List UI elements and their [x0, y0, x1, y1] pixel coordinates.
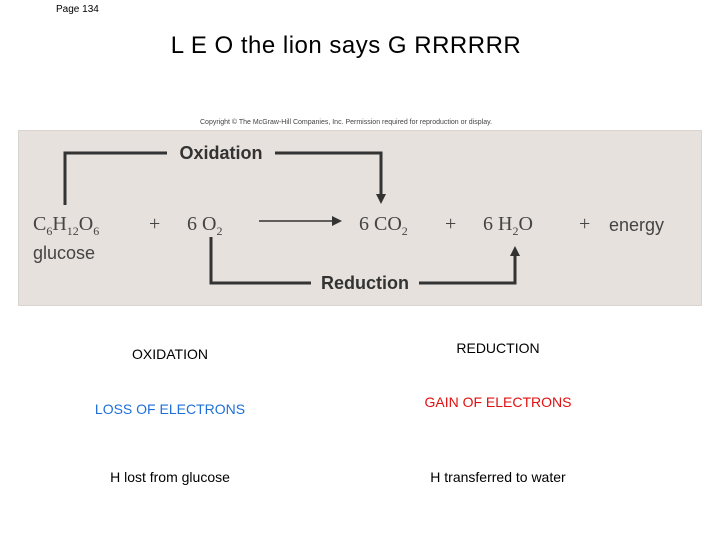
oxidation-arrow-tail: [275, 151, 386, 204]
water-formula: 6 H2O: [483, 213, 533, 238]
plus-sign: +: [445, 213, 456, 235]
oxygen-formula: 6 O2: [187, 213, 222, 238]
plus-sign: +: [149, 213, 160, 235]
oxidation-loss-of-electrons: LOSS OF ELECTRONS: [94, 401, 246, 417]
glucose-formula: C6H12O6: [33, 213, 99, 238]
reaction-diagram: Oxidation Reduction C6H12O6 + 6 O2 6 CO2…: [33, 143, 664, 293]
oxidation-h-lost: H lost from glucose: [110, 469, 230, 485]
plus-sign: +: [579, 213, 590, 235]
oxidation-label: Oxidation: [179, 143, 262, 163]
page-number: Page 134: [56, 4, 99, 15]
oxidation-arrow: [63, 151, 167, 205]
oxidation-heading: OXIDATION: [132, 346, 208, 362]
reduction-heading: REDUCTION: [456, 340, 540, 356]
co2-formula: 6 CO2: [359, 213, 408, 238]
energy-label: energy: [609, 215, 664, 235]
reduction-label: Reduction: [321, 273, 409, 293]
reduction-arrow: [209, 237, 311, 285]
glucose-label: glucose: [33, 243, 95, 263]
copyright-notice: Copyright © The McGraw-Hill Companies, I…: [200, 119, 493, 126]
reduction-gain-of-electrons: GAIN OF ELECTRONS: [424, 394, 572, 410]
redox-equation-figure: Oxidation Reduction C6H12O6 + 6 O2 6 CO2…: [18, 130, 702, 306]
reduction-h-transferred: H transferred to water: [430, 469, 566, 485]
reduction-arrow-tail: [419, 246, 520, 285]
slide-title: L E O the lion says G RRRRRR: [170, 32, 522, 59]
